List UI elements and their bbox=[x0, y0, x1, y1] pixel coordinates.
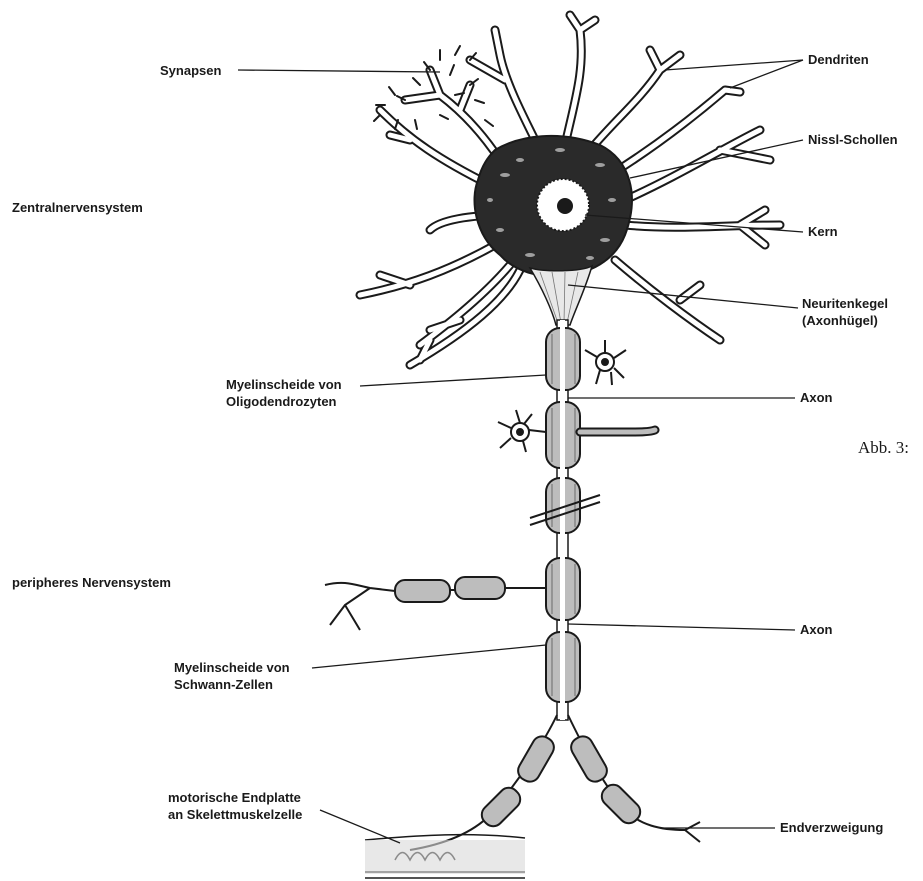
label-myelin-oligo-2: Oligodendrozyten bbox=[226, 394, 337, 410]
label-myelin-oligo-1: Myelinscheide von bbox=[226, 377, 342, 393]
label-endplatte-2: an Skelettmuskelzelle bbox=[168, 807, 302, 823]
leader-neuritenkegel bbox=[568, 285, 798, 308]
label-endverzweigung: Endverzweigung bbox=[780, 820, 883, 836]
label-axon-top: Axon bbox=[800, 390, 833, 406]
label-neuritenkegel: Neuritenkegel bbox=[802, 296, 888, 312]
terminal-myelin bbox=[478, 733, 645, 831]
axon-hillock bbox=[530, 266, 592, 325]
leader-axon-bottom bbox=[568, 624, 795, 630]
nucleolus bbox=[557, 198, 573, 214]
region-pns: peripheres Nervensystem bbox=[12, 575, 171, 590]
terminal-branches bbox=[410, 715, 685, 850]
leader-endplatte bbox=[320, 810, 400, 843]
leader-myelin-oligo bbox=[360, 375, 546, 386]
leader-synapsen bbox=[238, 70, 440, 72]
region-cns: Zentralnervensystem bbox=[12, 200, 143, 215]
label-myelin-schwann-1: Myelinscheide von bbox=[174, 660, 290, 676]
leader-myelin-schwann bbox=[312, 645, 546, 668]
skeletal-muscle bbox=[365, 840, 525, 874]
figure-caption: Abb. 3: bbox=[858, 438, 909, 458]
label-axonhuegel: (Axonhügel) bbox=[802, 313, 878, 329]
label-kern: Kern bbox=[808, 224, 838, 240]
label-myelin-schwann-2: Schwann-Zellen bbox=[174, 677, 273, 693]
label-nissl: Nissl-Schollen bbox=[808, 132, 898, 148]
label-axon-bottom: Axon bbox=[800, 622, 833, 638]
axon-core bbox=[560, 320, 565, 720]
label-synapsen: Synapsen bbox=[160, 63, 221, 79]
label-endplatte-1: motorische Endplatte bbox=[168, 790, 301, 806]
label-dendriten: Dendriten bbox=[808, 52, 869, 68]
